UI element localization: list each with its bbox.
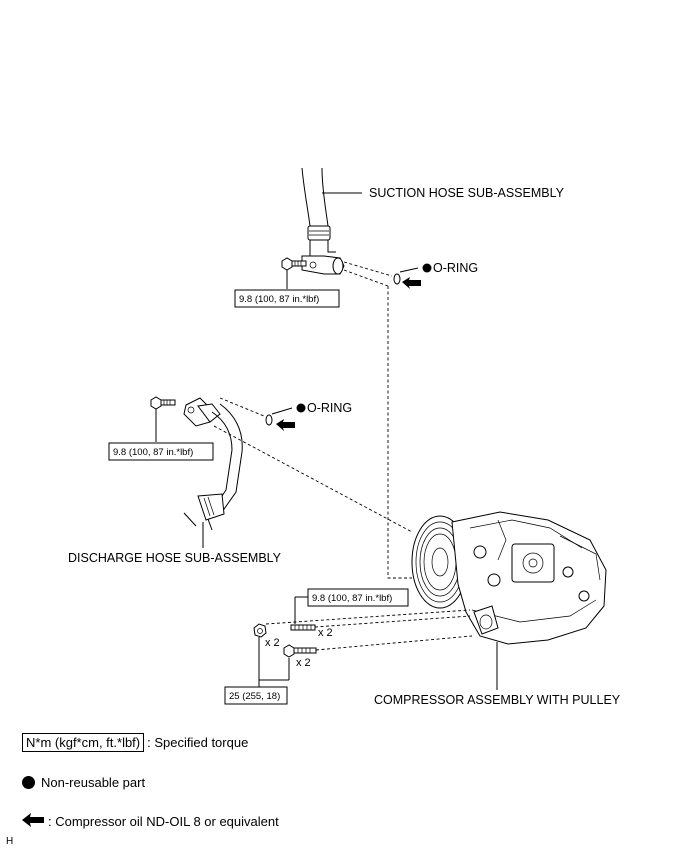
torque-box-suction — [234, 289, 340, 308]
suction-hose-label: SUCTION HOSE SUB-ASSEMBLY — [369, 186, 565, 200]
oil-arrow-icon — [22, 813, 44, 830]
discharge-bolt-drawing — [150, 396, 176, 410]
legend-oil-text: : Compressor oil ND-OIL 8 or equivalent — [48, 814, 279, 829]
legend-oil: : Compressor oil ND-OIL 8 or equivalent — [22, 813, 279, 830]
suction-hose-drawing — [301, 167, 345, 275]
stud-bolt-drawing — [290, 624, 316, 631]
suction-o-ring — [393, 273, 401, 285]
non-reusable-dot-discharge — [296, 403, 306, 413]
legend-non-reusable: Non-reusable part — [22, 775, 145, 790]
torque-box-discharge — [108, 442, 214, 461]
discharge-hose-label: DISCHARGE HOSE SUB-ASSEMBLY — [68, 551, 282, 565]
discharge-hose-drawing — [183, 397, 243, 531]
oil-arrow-icon-suction — [402, 277, 421, 289]
compressor-label: COMPRESSOR ASSEMBLY WITH PULLEY — [374, 693, 621, 707]
torque-suction-text: 9.8 (100, 87 in.*lbf) — [239, 294, 319, 305]
legend-non-reusable-text: Non-reusable part — [41, 775, 146, 790]
nut-quantity: x 2 — [265, 637, 280, 649]
o-ring-label-discharge: O-RING — [307, 401, 352, 415]
o-ring-label-suction: O-RING — [433, 261, 478, 275]
stud-quantity: x 2 — [318, 627, 333, 639]
compressor-bolt-drawing — [283, 644, 317, 658]
discharge-o-ring — [265, 414, 273, 426]
torque-compressor-text: 25 (255, 18) — [229, 691, 280, 702]
non-reusable-dot-suction — [422, 263, 432, 273]
torque-box-compressor — [224, 686, 288, 705]
legend-torque-text: : Specified torque — [147, 735, 249, 750]
non-reusable-dot-icon — [22, 776, 35, 789]
legend-torque-box: N*m (kgf*cm, ft.*lbf) — [22, 733, 145, 752]
nut-drawing — [253, 623, 267, 638]
torque-stud-text: 9.8 (100, 87 in.*lbf) — [312, 593, 392, 604]
bolt-quantity: x 2 — [296, 657, 311, 669]
suction-bolt-drawing — [281, 257, 307, 271]
oil-arrow-icon-discharge — [276, 419, 295, 431]
figure-code: H — [6, 836, 14, 847]
compressor-drawing — [411, 511, 607, 645]
torque-discharge-text: 9.8 (100, 87 in.*lbf) — [113, 447, 193, 458]
torque-box-stud — [307, 588, 409, 607]
legend-torque: N*m (kgf*cm, ft.*lbf) : Specified torque — [22, 733, 248, 752]
